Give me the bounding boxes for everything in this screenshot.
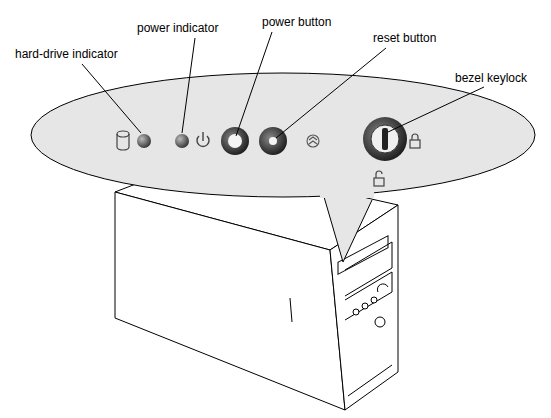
hard-drive-icon	[117, 131, 129, 150]
key-slot	[382, 128, 388, 150]
power-button	[221, 127, 249, 155]
callout-join	[320, 186, 374, 198]
part-label: reset button	[373, 31, 436, 45]
reset-button	[259, 127, 287, 155]
reset-button-face	[269, 137, 277, 145]
reset-symbol	[307, 135, 319, 147]
bezel-keylock	[363, 117, 407, 161]
part-label: hard-drive indicator	[15, 47, 118, 61]
leader-lines	[82, 32, 484, 138]
part-label: power button	[262, 15, 331, 29]
part-label: bezel keylock	[455, 71, 527, 85]
hard-drive-led	[137, 134, 151, 148]
power-button-face	[228, 134, 242, 148]
callout-pointer	[322, 190, 372, 262]
lock-icons	[374, 134, 420, 186]
power-led	[175, 134, 189, 148]
computer-tower	[115, 160, 398, 410]
power-symbol	[197, 132, 209, 146]
callout-bubble	[31, 73, 535, 197]
part-label: power indicator	[137, 21, 218, 35]
